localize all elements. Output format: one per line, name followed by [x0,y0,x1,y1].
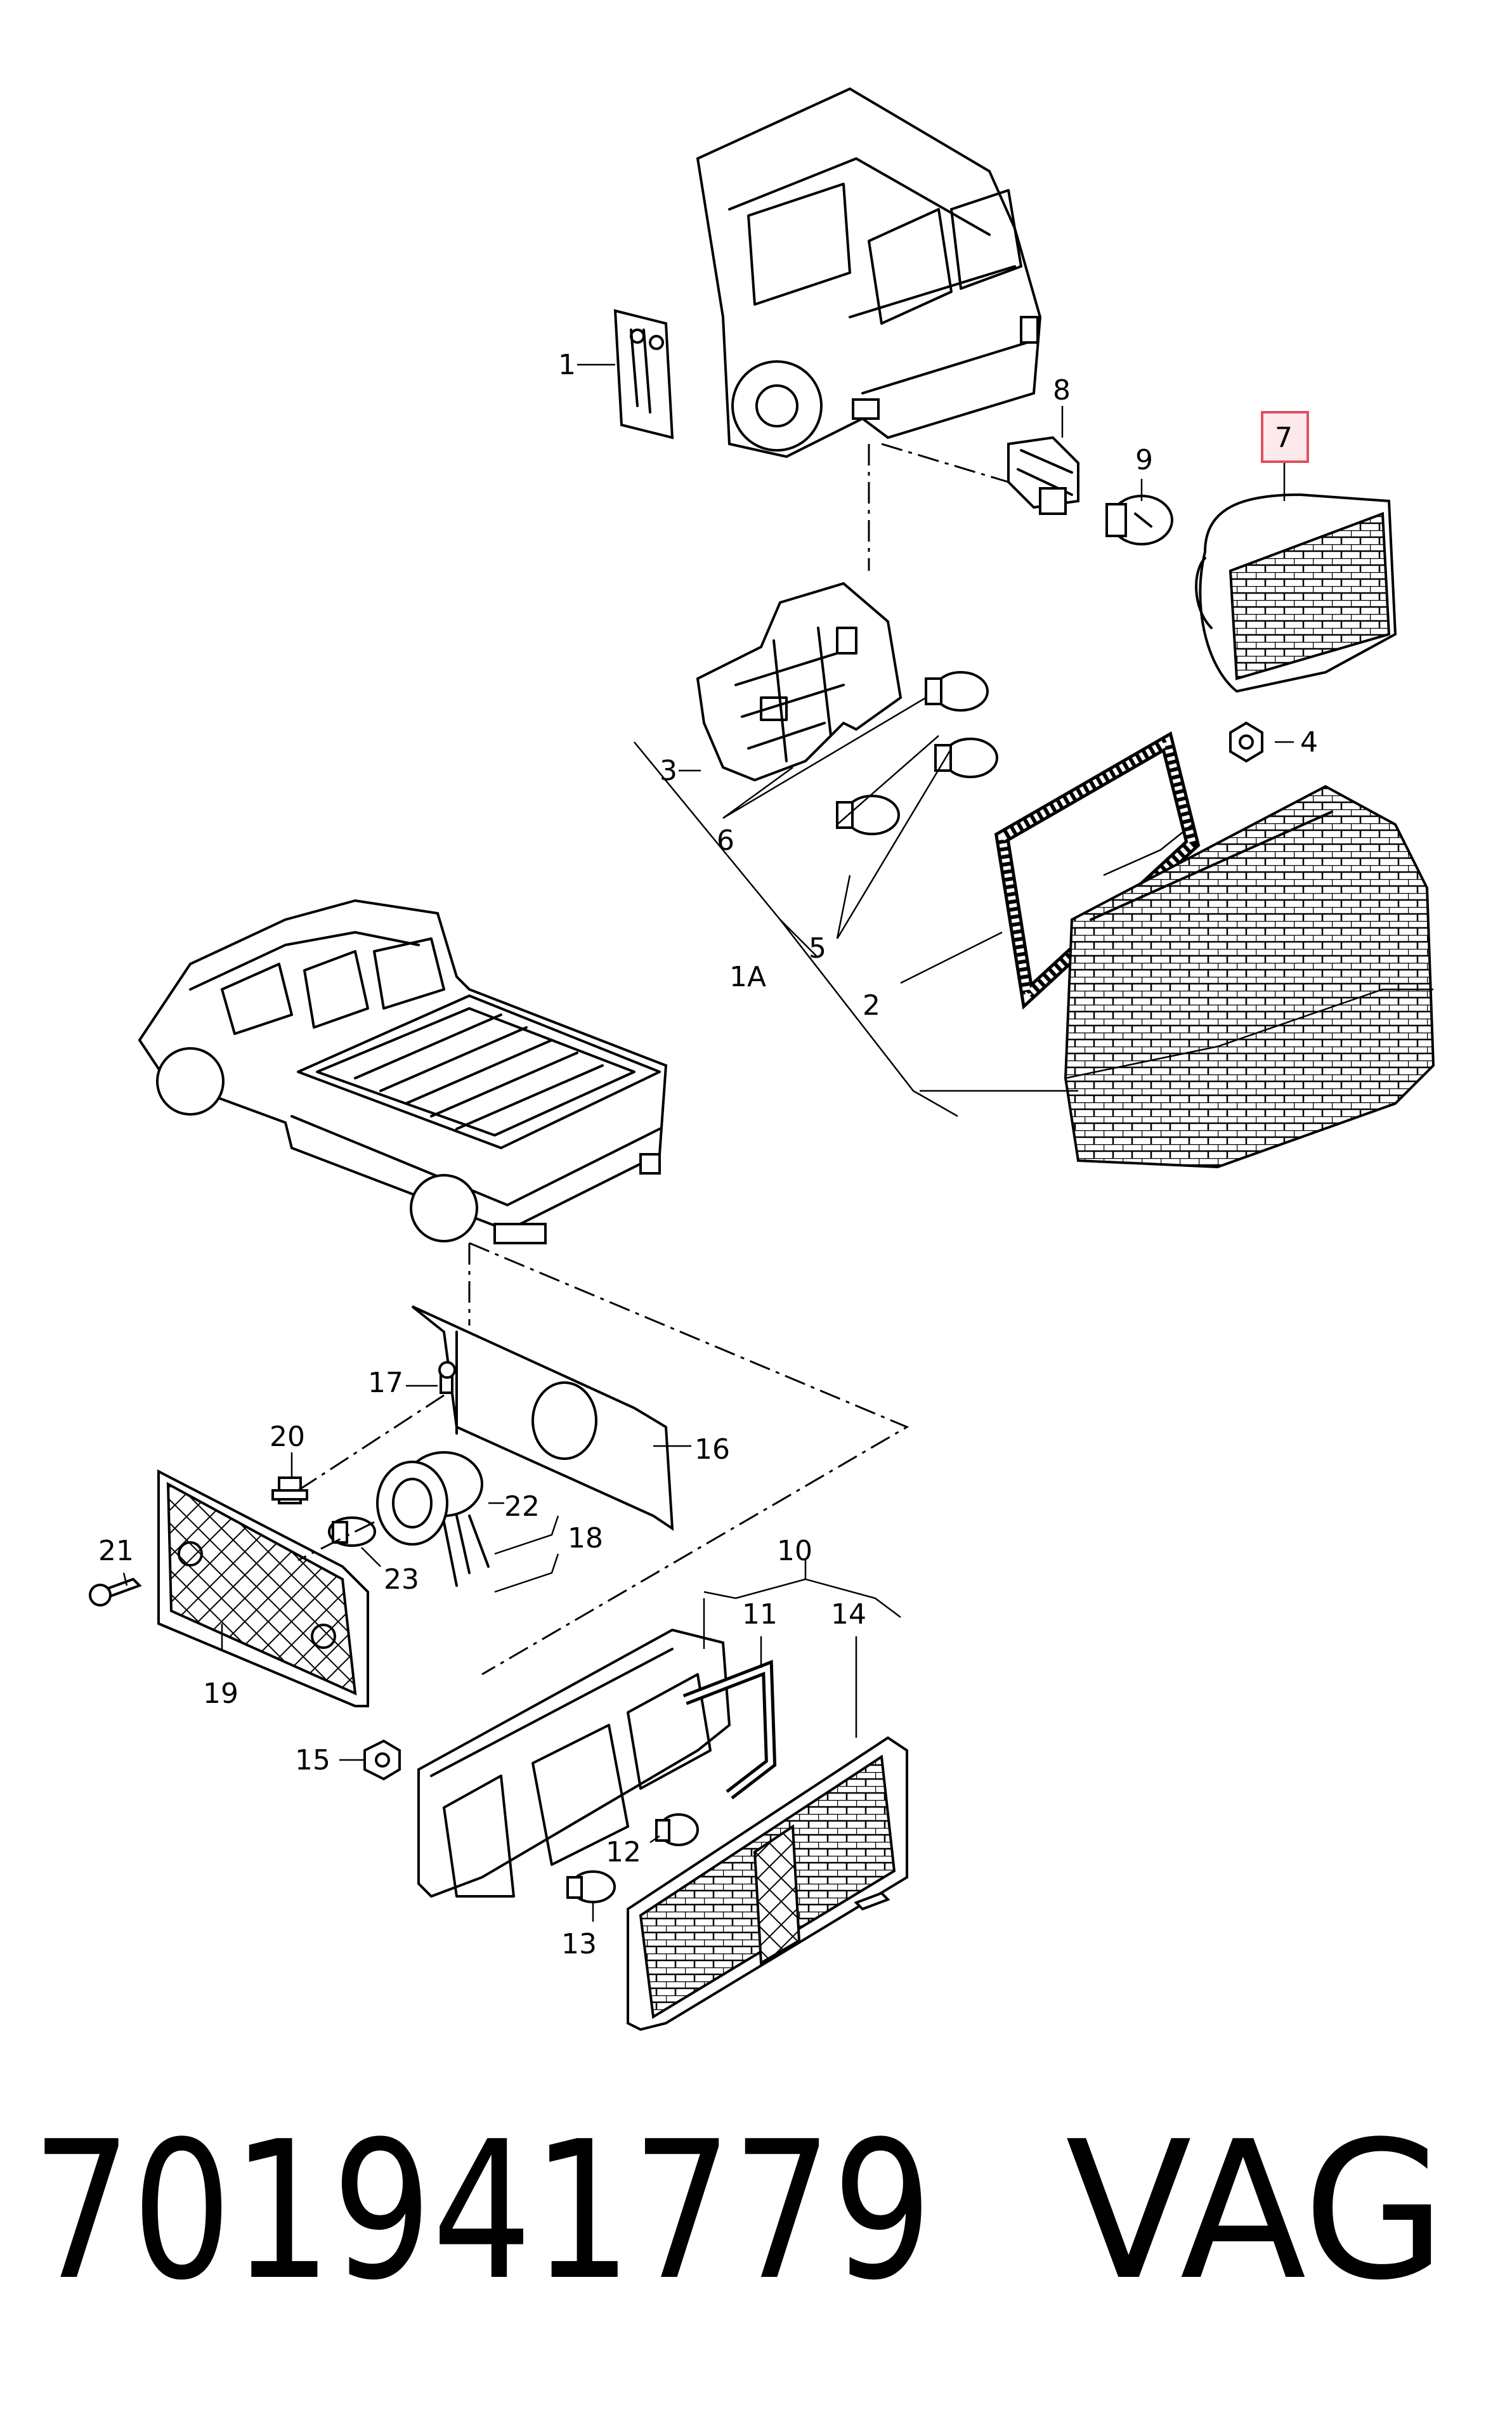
label-3: 3 [660,755,677,787]
part-11-gasket [682,1660,777,1800]
part-10-housing [417,1628,731,1898]
label-10: 10 [777,1535,812,1567]
label-14: 14 [831,1598,866,1631]
part-8-bulb-socket [1007,436,1079,515]
label-22: 22 [504,1490,540,1523]
label-4: 4 [1300,726,1318,759]
part-23-bulb [328,1516,376,1547]
label-7: 7 [1275,422,1293,454]
van-illustration [696,87,1042,459]
label-19: 19 [203,1678,238,1710]
part-22-socket [376,1451,490,1587]
part-19-lens [157,1469,369,1707]
label-17: 17 [368,1367,403,1399]
part-21-screw [89,1577,142,1606]
label-20: 20 [270,1421,305,1453]
part-9-bulb [1105,495,1173,545]
part-number: 701941779 [32,2101,932,2322]
part-20-clip [271,1476,308,1504]
label-21: 21 [98,1535,134,1567]
part-3-bulb-carrier [696,582,903,782]
label-5: 5 [809,932,826,965]
part-2-gasket [994,731,1201,1010]
label-1a: 1A [729,961,766,993]
label-8: 8 [1053,374,1071,407]
label-11: 11 [742,1598,778,1631]
upper-leader-lines [577,363,1294,1118]
part-12-bulb [655,1813,699,1846]
part-13-bulb [566,1870,616,1903]
label-6: 6 [717,824,734,857]
label-12: 12 [606,1836,641,1868]
pickup-illustration [138,899,668,1244]
label-9: 9 [1135,444,1153,476]
label-23: 23 [384,1563,419,1596]
part-17-screw [438,1361,456,1394]
lower-leader-lines [122,1242,909,1922]
part-15-nut [363,1739,401,1781]
part-14-lens [627,1736,908,2031]
part-1-plate [613,309,674,440]
brand: VAG [1066,2101,1446,2322]
callout-labels: 1 8 9 7 4 3 6 5 1A 2 17 16 20 22 18 21 2… [98,349,1318,1960]
part-7-lamp-unit [1195,493,1397,693]
label-15: 15 [295,1744,330,1776]
label-1: 1 [558,349,576,381]
label-13: 13 [561,1928,597,1960]
part-1a-tail-light [1064,785,1435,1169]
part-7-highlight [1261,411,1309,463]
part-6-bulbs [836,671,998,835]
part-4-nut [1229,721,1263,763]
label-2: 2 [863,989,880,1022]
part-16-bracket [411,1305,674,1531]
label-18: 18 [568,1522,603,1554]
label-16: 16 [694,1433,730,1466]
